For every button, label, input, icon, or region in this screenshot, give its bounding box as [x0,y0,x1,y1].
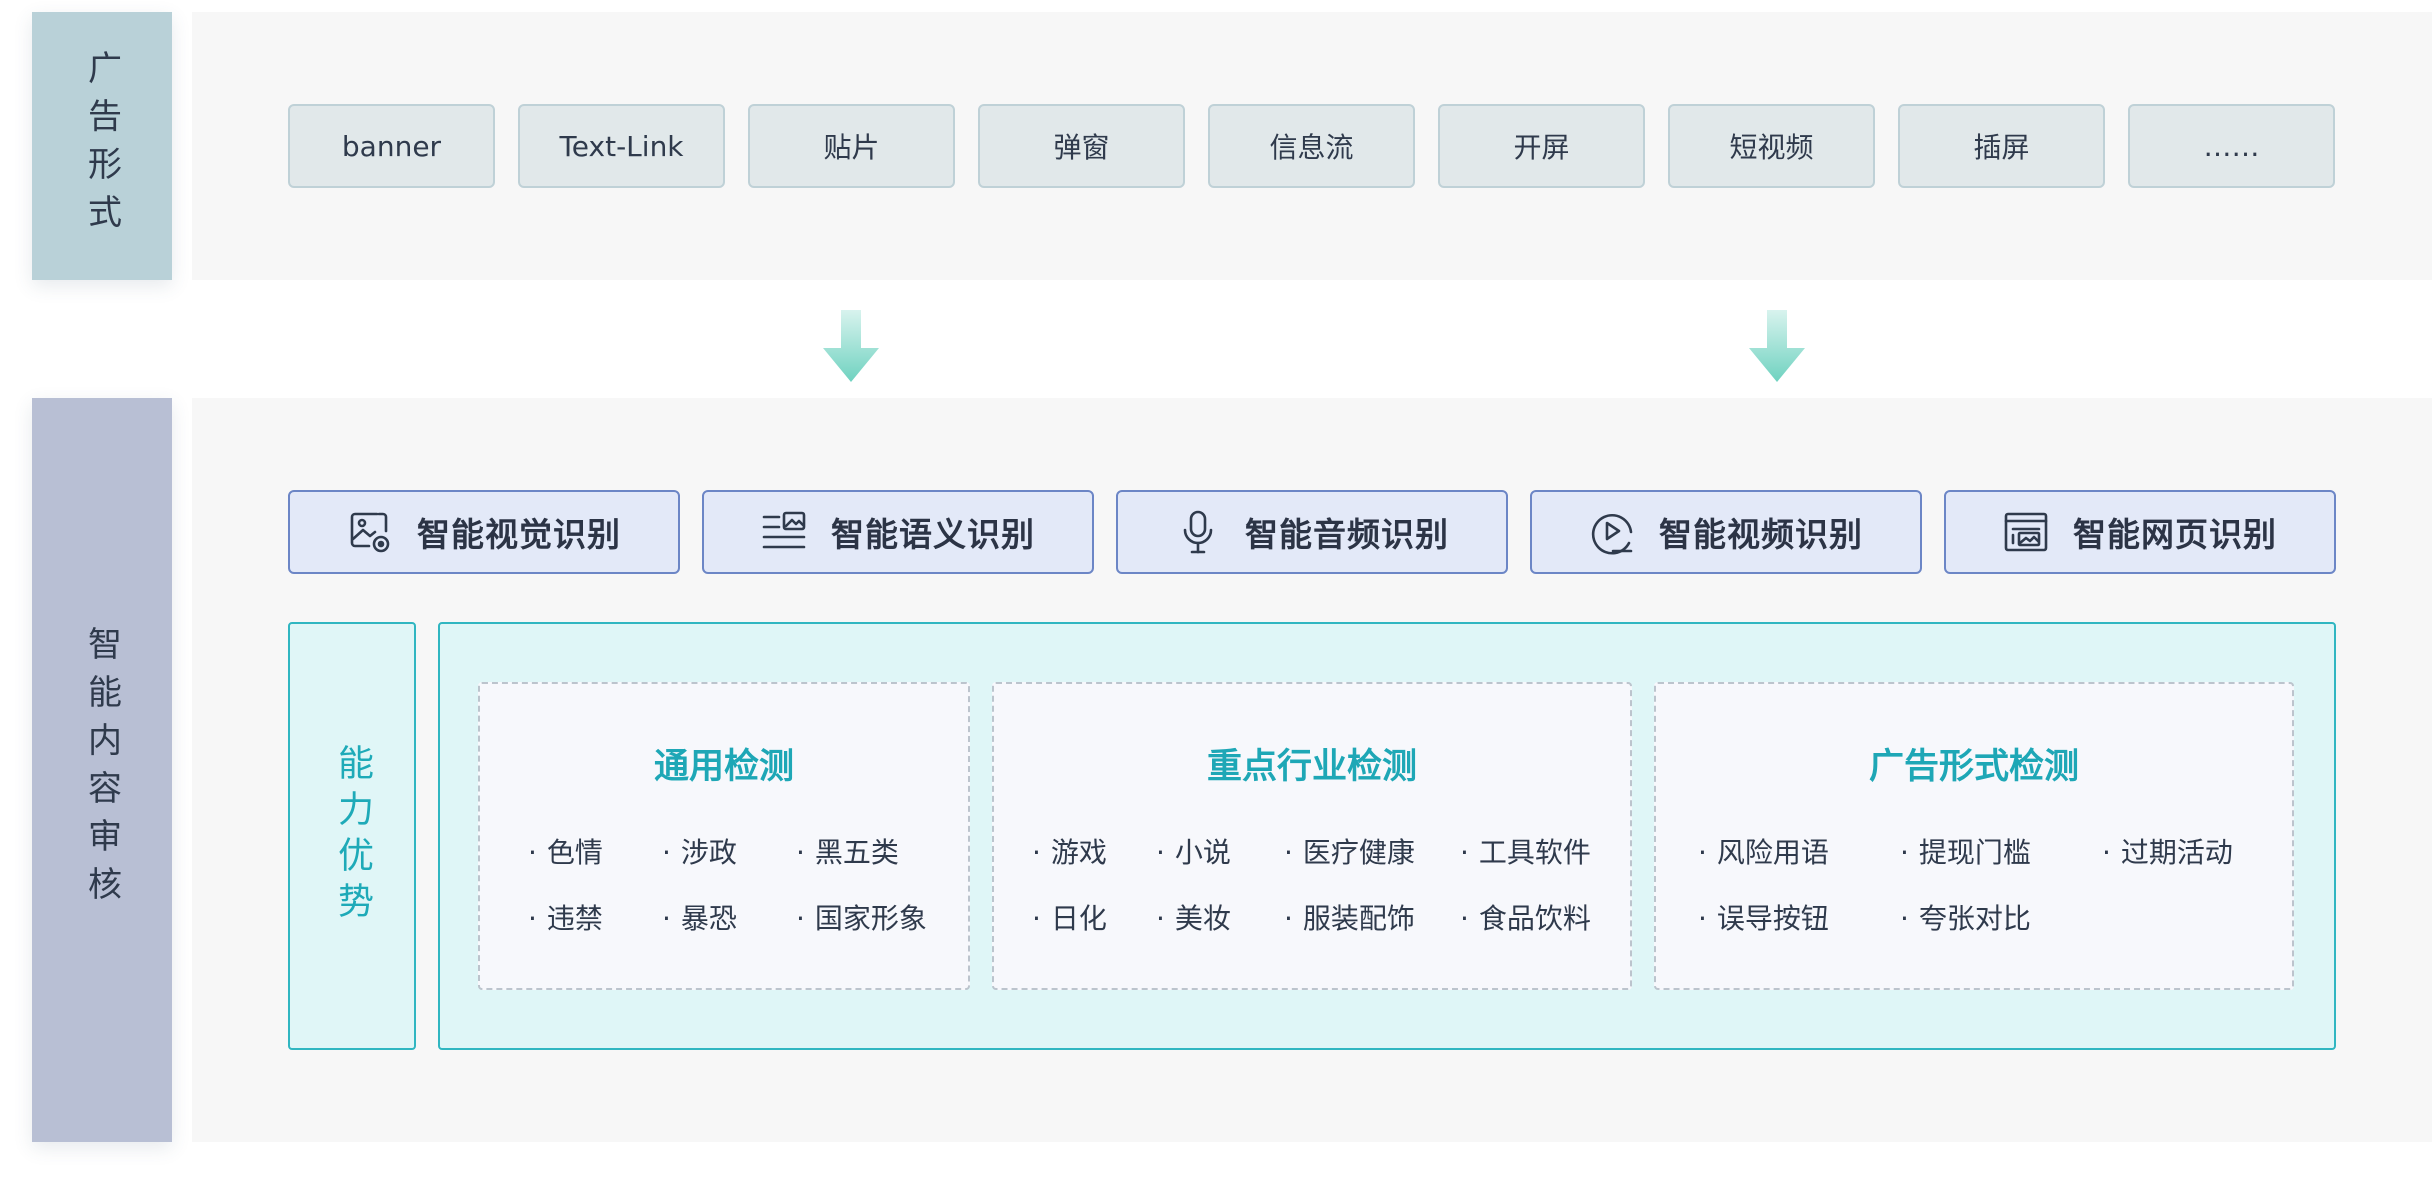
capability-card-webpage: 智能网页识别 [1944,490,2336,574]
detection-item: ·黑五类 [796,836,899,869]
advantage-label: 能力优势 [332,744,373,928]
play-circle-icon [1591,513,1633,555]
detection-item-list: ·风险用语 ·提现门槛 ·过期活动 ·误导按钮 ·夸张对比 [1698,834,2302,938]
ad-format-list: banner Text-Link 贴片 弹窗 信息流 开屏 短视频 插屏 …… [288,104,2336,188]
detection-card-title: 广告形式检测 [1868,747,2079,787]
ad-format-chip: banner [288,104,495,188]
down-arrow-icon [823,310,879,382]
section-label-smart-review-text: 智能内容审核 [81,626,122,914]
ad-format-chip: 弹窗 [978,104,1185,188]
ad-format-chip: 短视频 [1668,104,1875,188]
detection-item: ·工具软件 [1460,836,1591,869]
detection-item: ·服装配饰 [1284,902,1415,935]
detection-item: ·日化 [1032,902,1107,935]
detection-item: ·小说 [1156,836,1231,869]
capability-label: 智能网页识别 [2073,515,2277,554]
detection-item: ·食品饮料 [1460,902,1591,935]
detection-card-ad-format: 广告形式检测 ·风险用语 ·提现门槛 ·过期活动 ·误导按钮 ·夸张对比 [1654,682,2294,990]
section-label-ad-formats-text: 广告形式 [81,50,122,242]
detection-item: ·误导按钮 [1698,902,1829,935]
detection-item: ·过期活动 [2102,836,2233,869]
detection-item: ·色情 [528,836,603,869]
ad-format-chip: 插屏 [1898,104,2105,188]
capability-label: 智能音频识别 [1245,515,1449,554]
down-arrow-icon [1749,310,1805,382]
capability-label: 智能视觉识别 [417,515,621,554]
detection-item: ·暴恐 [662,902,737,935]
capability-label: 智能语义识别 [831,515,1035,554]
detection-card-title: 重点行业检测 [1206,747,1417,787]
ad-format-chip: 信息流 [1208,104,1415,188]
webpage-icon [2004,512,2048,552]
detection-card-industry: 重点行业检测 ·游戏 ·小说 ·医疗健康 ·工具软件 ·日化 ·美妆 ·服装配饰… [992,682,1632,990]
microphone-icon [1183,510,1213,554]
image-recognition-icon [350,512,390,553]
detection-item: ·美妆 [1156,902,1231,935]
ad-format-chip: 贴片 [748,104,955,188]
section-label-smart-review: 智能内容审核 [32,398,172,1142]
detection-item-list: ·游戏 ·小说 ·医疗健康 ·工具软件 ·日化 ·美妆 ·服装配饰 ·食品饮料 [1032,834,1610,938]
detection-card-general: 通用检测 ·色情 ·涉政 ·黑五类 ·违禁 ·暴恐 ·国家形象 [478,682,970,990]
semantic-text-icon [762,511,806,549]
capability-label: 智能视频识别 [1659,515,1863,554]
capability-card-video: 智能视频识别 [1530,490,1922,574]
detection-item: ·游戏 [1032,836,1107,869]
section-label-ad-formats: 广告形式 [32,12,172,280]
capability-card-semantic: 智能语义识别 [702,490,1094,574]
ad-format-chip: Text-Link [518,104,725,188]
detection-item: ·国家形象 [796,902,927,935]
detection-item: ·风险用语 [1698,836,1829,869]
advantage-box: 能力优势 [288,622,416,1050]
detection-card-title: 通用检测 [653,747,794,787]
detection-item: ·违禁 [528,902,603,935]
detection-item: ·提现门槛 [1900,836,2031,869]
capability-card-visual: 智能视觉识别 [288,490,680,574]
detection-item: ·涉政 [662,836,737,869]
detection-item: ·医疗健康 [1284,836,1415,869]
capability-list: 智能视觉识别 智能语义识别 智能音频识别 智能视频识别 [288,490,2336,574]
detection-item: ·夸张对比 [1900,902,2031,935]
detection-item-list: ·色情 ·涉政 ·黑五类 ·违禁 ·暴恐 ·国家形象 [528,834,956,938]
ad-format-chip: …… [2128,104,2335,188]
ad-format-chip: 开屏 [1438,104,1645,188]
capability-card-audio: 智能音频识别 [1116,490,1508,574]
